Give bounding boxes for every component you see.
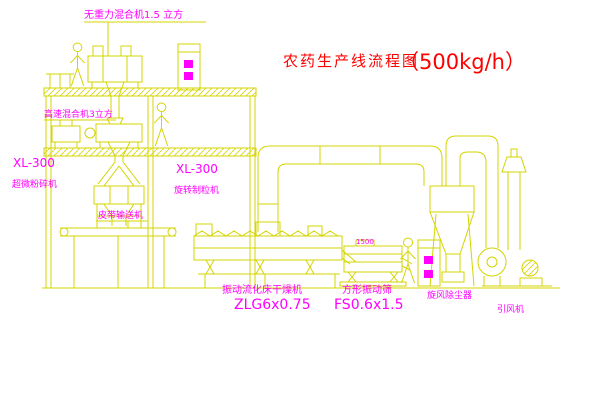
control-cabinet-upper: [177, 43, 201, 91]
label-mid-machine: 旋转制粒机: [174, 184, 219, 196]
fluid-bed-dryer-drawing: [193, 221, 357, 288]
label-belt-conveyor: 皮带输送机: [98, 209, 143, 221]
diagram-title: 农药生产线流程图: [283, 52, 419, 70]
building-structure: [43, 73, 257, 288]
worker-icon: [69, 42, 86, 87]
diagram-title-capacity: （500kg/h）: [398, 50, 526, 74]
cabinet-indicator: [424, 256, 433, 264]
label-screen-name: 方形振动筛: [342, 283, 392, 296]
label-dryer-model: ZLG6x0.75: [234, 297, 311, 313]
exhaust-duct-drawing: [257, 145, 443, 232]
fan-stack-drawing: [477, 148, 552, 287]
label-screen-model: FS0.6x1.5: [334, 297, 404, 313]
label-left-machine: 超微粉碎机: [12, 178, 57, 190]
belt-conveyor-drawing: [59, 227, 177, 288]
cabinet-indicator: [184, 72, 193, 80]
cyclone-drawing: [429, 135, 499, 287]
label-left-model: XL-300: [13, 156, 55, 170]
label-gravity-mixer: 无重力混合机1.5 立方: [84, 8, 183, 21]
label-fan: 引风机: [497, 303, 524, 315]
cabinet-indicator: [184, 60, 193, 68]
leader-lines: [44, 21, 206, 228]
label-high-speed-mixer: 高速混合机3立方: [44, 108, 113, 120]
high-speed-mixer-drawing: [84, 117, 143, 162]
cabinet-indicator: [424, 270, 433, 278]
worker-figures: [69, 42, 417, 284]
worker-icon: [399, 237, 417, 284]
label-cyclone: 旋风除尘器: [427, 289, 472, 301]
vibrating-screen-drawing: [339, 239, 413, 287]
control-cabinet-lower: [417, 239, 441, 287]
small-mixer-drawing: [51, 119, 81, 148]
label-dryer-name: 振动流化床干燥机: [222, 283, 302, 296]
label-screen-dimension: 1500: [356, 238, 374, 246]
worker-icon: [153, 102, 170, 147]
gravity-mixer-drawing: [87, 45, 143, 118]
label-mid-model: XL-300: [176, 162, 218, 176]
